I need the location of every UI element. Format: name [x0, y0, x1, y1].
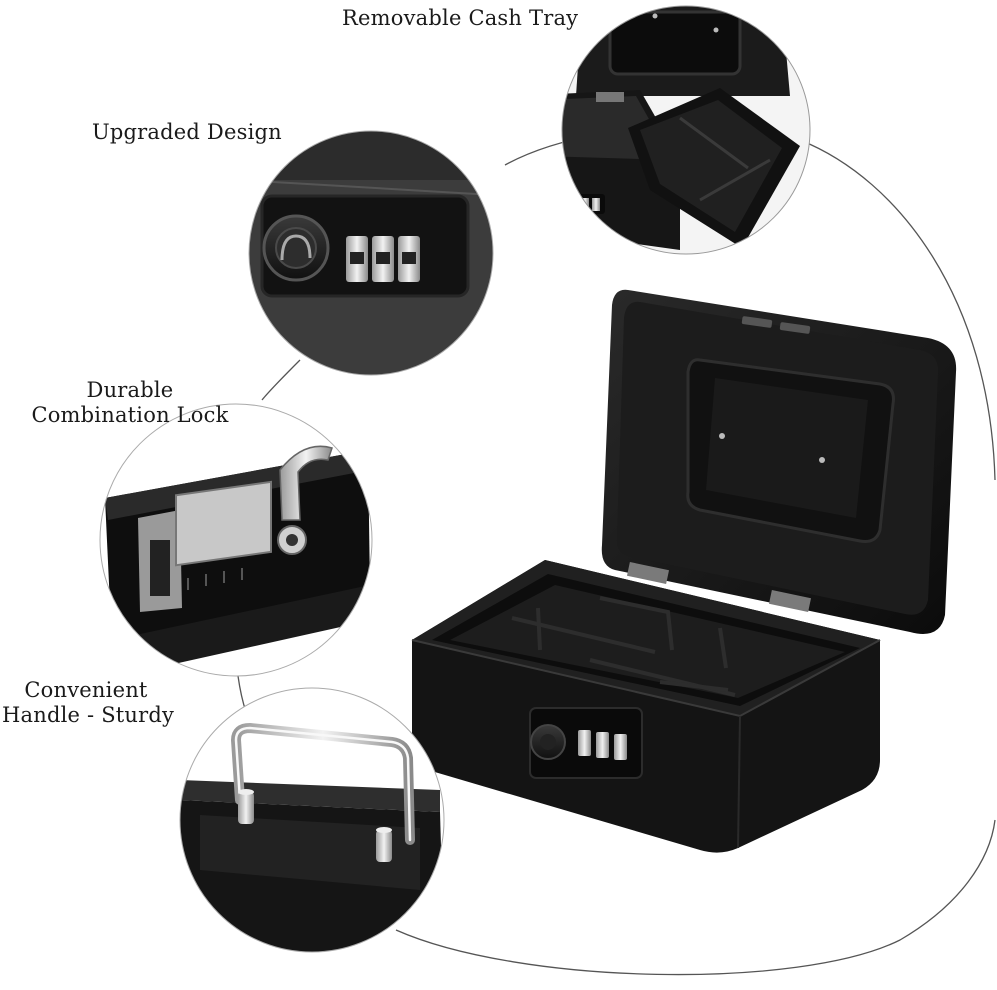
detail-removable-tray: [562, 6, 810, 254]
label-handle-line1: Convenient: [24, 678, 148, 702]
detail-handle: [180, 688, 444, 952]
cash-box-main: [411, 289, 957, 853]
label-durable-combination-lock: Durable Combination Lock: [30, 378, 230, 428]
label-convenient-handle: Convenient Handle - Sturdy: [2, 678, 175, 728]
detail-upgraded-design: [249, 131, 493, 375]
detail-lock-mechanism: [100, 404, 372, 676]
label-removable-cash-tray: Removable Cash Tray: [342, 6, 579, 30]
label-durable-line1: Durable: [86, 378, 174, 402]
label-upgraded-design: Upgraded Design: [92, 120, 282, 144]
label-handle-line2: Handle - Sturdy: [2, 703, 175, 727]
label-durable-line2: Combination Lock: [31, 403, 229, 427]
